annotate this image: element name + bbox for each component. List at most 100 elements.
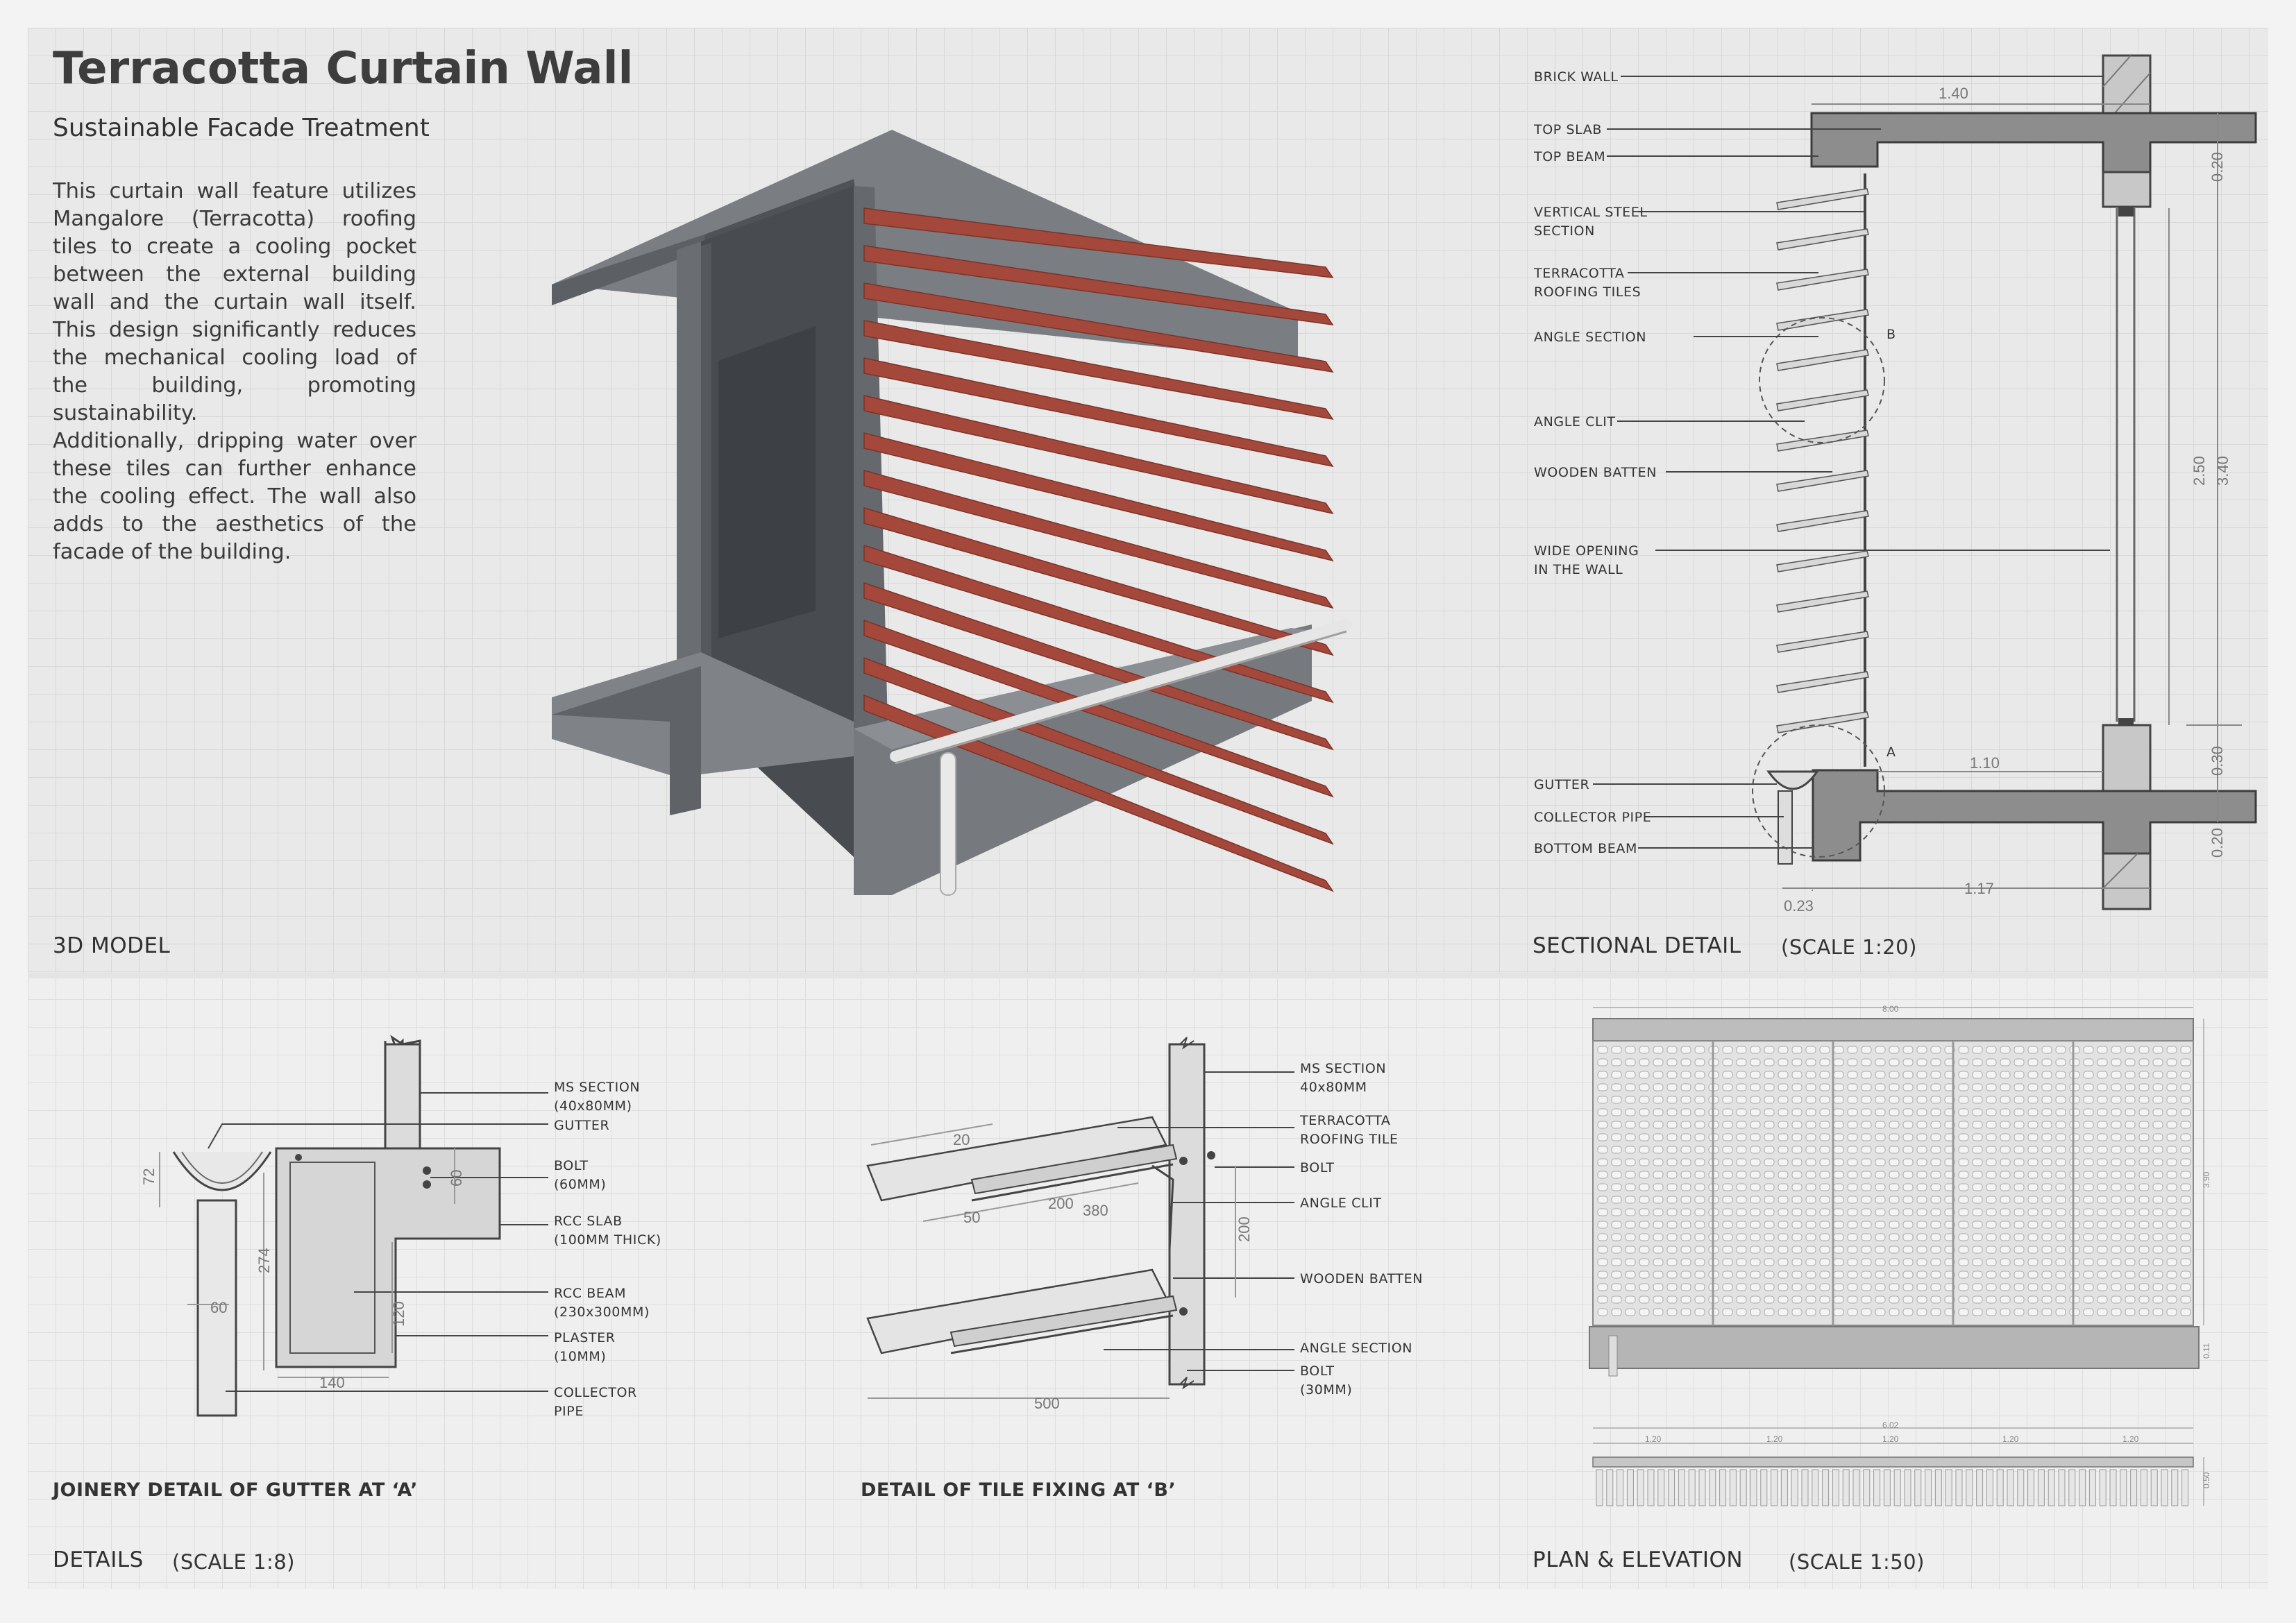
elevation-tile (2027, 1046, 2038, 1054)
plan-tile (2037, 1469, 2045, 1506)
elevation-tile (1902, 1258, 1914, 1266)
elevation-tile (1791, 1158, 1803, 1166)
elevation-tile (1930, 1196, 1941, 1204)
elevation-tile (2138, 1171, 2150, 1179)
elevation-tile (1889, 1295, 1900, 1304)
elevation-tile (2152, 1221, 2163, 1229)
elevation-tile (2055, 1071, 2066, 1079)
section-frame-top (2118, 207, 2134, 216)
plan-tile (1739, 1469, 1747, 1506)
elevation-tile (1625, 1208, 1636, 1216)
elevation-tile (1916, 1208, 1927, 1216)
elevation-tile (2055, 1208, 2066, 1216)
section-tile (1776, 470, 1869, 492)
model-tile-row (863, 282, 1334, 373)
elevation-tile (2027, 1121, 2038, 1129)
elevation-tile (2069, 1108, 2080, 1116)
tile-ann-angle-clit: ANGLE CLIT (1300, 1196, 1382, 1211)
elevation-tile (1666, 1083, 1678, 1091)
elevation-tile (2055, 1271, 2066, 1279)
model-tile-row (863, 432, 1334, 562)
elevation-tile (2166, 1246, 2177, 1254)
elevation-tile (1653, 1183, 1664, 1191)
elevation-tile (1736, 1233, 1747, 1241)
elevation-tile (1889, 1121, 1900, 1129)
plan-tile (2140, 1469, 2147, 1506)
elevation-tile (2027, 1183, 2038, 1191)
gutter-ann-rcc-beam-2: (230x300MM) (554, 1305, 650, 1320)
elevation-tile (2000, 1071, 2011, 1079)
elevation-tile (1653, 1046, 1664, 1054)
model-tile-row (863, 656, 1334, 845)
elevation-tile (2041, 1295, 2052, 1304)
elevation-tile (1680, 1271, 1691, 1279)
elevation-tile (1694, 1258, 1705, 1266)
section-dimension-lines (1782, 103, 2242, 891)
plan-tile (1606, 1469, 1614, 1506)
plan-tile (1934, 1469, 1942, 1506)
elevation-tile (1625, 1171, 1636, 1179)
elevation-tile (2014, 1121, 2025, 1129)
elevation-tile (1750, 1058, 1761, 1067)
elevation-tile (2069, 1121, 2080, 1129)
elev-dim-8-00: 8.00 (1882, 1004, 1899, 1014)
label-details: DETAILS (53, 1547, 144, 1572)
elevation-tile (1930, 1121, 1941, 1129)
elevation-tile (2027, 1058, 2038, 1067)
elevation-tile (1972, 1258, 1983, 1266)
elevation-tile (2069, 1183, 2080, 1191)
elevation-tile (1694, 1308, 1705, 1316)
elevation-tile (2055, 1221, 2066, 1229)
plan-dim-bay-4: 1.20 (2002, 1434, 2019, 1444)
elevation-tile (2041, 1046, 2052, 1054)
elevation-tile (2097, 1133, 2108, 1141)
elevation-tile (1764, 1096, 1775, 1104)
elevation-tile (1791, 1146, 1803, 1154)
elevation-tile (2027, 1258, 2038, 1266)
elevation-tile (2180, 1133, 2191, 1141)
elevation-tile (1694, 1096, 1705, 1104)
elevation-tile (1764, 1058, 1775, 1067)
elevation-tile (1861, 1058, 1872, 1067)
elevation-tile (1930, 1133, 1941, 1141)
elevation-tile (1778, 1121, 1789, 1129)
elevation-tile (1930, 1208, 1941, 1216)
plan-tile (1966, 1469, 1973, 1506)
elevation-tile (1819, 1121, 1830, 1129)
elevation-tile (1902, 1308, 1914, 1316)
elevation-tile (2138, 1096, 2150, 1104)
section-brick-wall-mid (2102, 724, 2152, 792)
elevation-tile (2041, 1133, 2052, 1141)
elevation-tile (1833, 1171, 1844, 1179)
plan-tile (1750, 1469, 1757, 1506)
elevation-tile (1819, 1071, 1830, 1079)
model-tile-row (863, 395, 1334, 515)
elevation-tile (2083, 1108, 2094, 1116)
elevation-tile (1639, 1308, 1650, 1316)
elevation-tile (1916, 1071, 1927, 1079)
plan-tile (2058, 1469, 2066, 1506)
elevation-tile (1930, 1096, 1941, 1104)
elevation-tile (1889, 1133, 1900, 1141)
elevation-pipe (1608, 1335, 1618, 1377)
plan-tile (1657, 1469, 1665, 1506)
elevation-tile (1958, 1158, 1969, 1166)
elevation-tile (2152, 1233, 2163, 1241)
elevation-tile (2027, 1308, 2038, 1316)
elevation-tile (1666, 1108, 1678, 1116)
elevation-tile (1986, 1208, 1997, 1216)
tile-upper-batten (970, 1144, 1178, 1195)
elevation-tile (1902, 1071, 1914, 1079)
elevation-tile (2055, 1133, 2066, 1141)
elevation-tile (2014, 1108, 2025, 1116)
elevation-tile (1639, 1158, 1650, 1166)
elevation-tile (1750, 1295, 1761, 1304)
elevation-tile (2111, 1196, 2122, 1204)
tile-dim-50: 50 (963, 1209, 980, 1226)
elevation-tile (1778, 1283, 1789, 1291)
elevation-tile (1833, 1283, 1844, 1291)
elevation-tile (1666, 1121, 1678, 1129)
sheet-subtitle: Sustainable Facade Treatment (53, 114, 430, 142)
elevation-mullions (1712, 1041, 2075, 1325)
elevation-tile (2152, 1246, 2163, 1254)
